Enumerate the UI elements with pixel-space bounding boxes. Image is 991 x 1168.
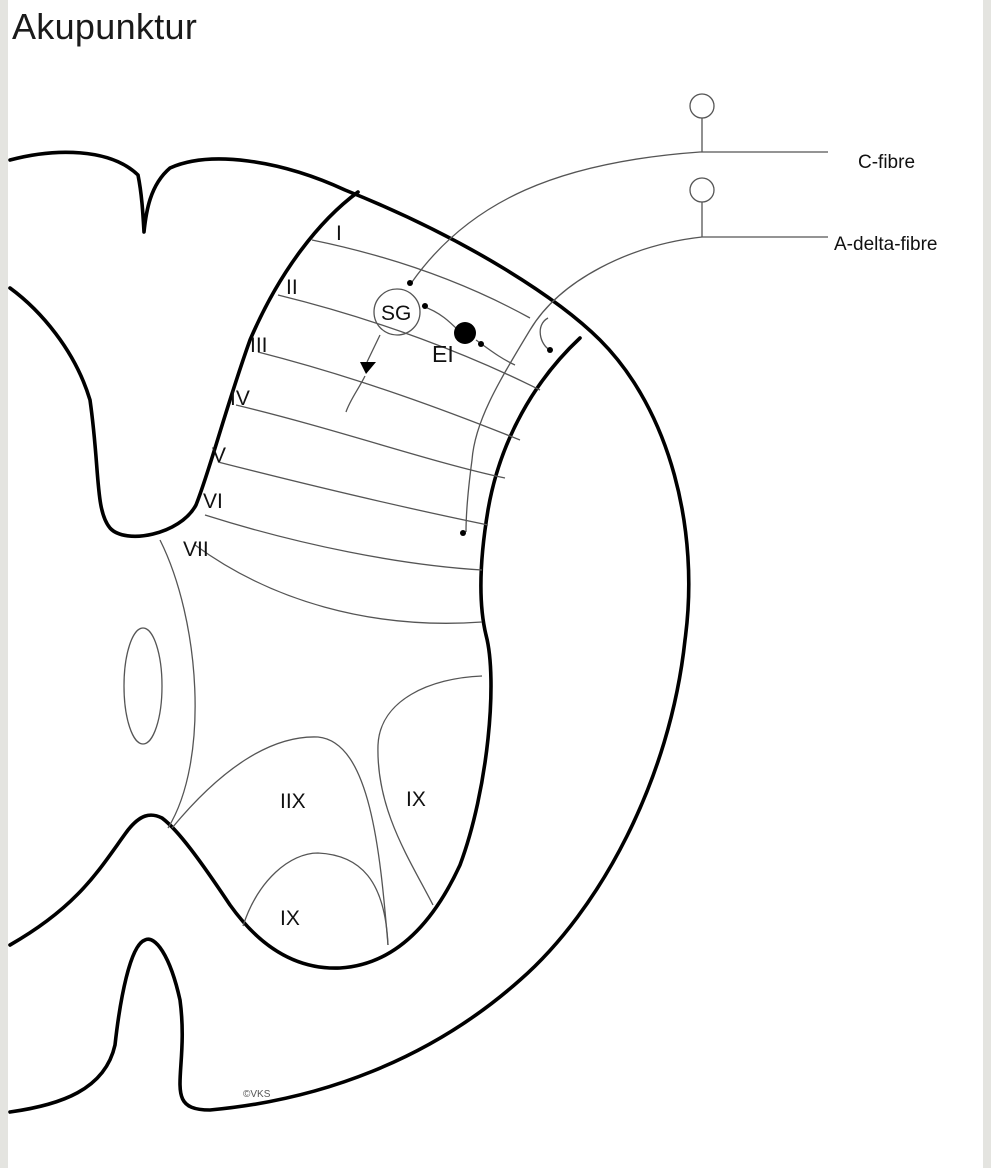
a-delta-fibre-line bbox=[466, 237, 828, 532]
gray-commissure-line bbox=[160, 540, 195, 828]
ventral-label-ix-bottom: IX bbox=[280, 907, 300, 930]
copyright-mark: ©VKS bbox=[243, 1089, 271, 1100]
lamina-label-i: I bbox=[336, 222, 342, 245]
c-fibre-ganglion-cell bbox=[690, 94, 714, 118]
lamina-label-v: V bbox=[212, 444, 226, 467]
lamina-boundary-1 bbox=[312, 240, 530, 318]
c-fibre-terminal-dot bbox=[407, 280, 413, 286]
gray-matter-outline bbox=[10, 192, 358, 536]
sg-label: SG bbox=[381, 302, 411, 325]
a-delta-collateral bbox=[540, 318, 550, 350]
ei-projection-neuron bbox=[454, 322, 476, 344]
lamina-label-vii: VII bbox=[183, 538, 209, 561]
lamina-boundary-7 bbox=[195, 545, 482, 623]
a-delta-terminal-dot bbox=[547, 347, 553, 353]
sg-projection-arrowhead bbox=[360, 362, 376, 374]
sg-descending-projection bbox=[367, 335, 380, 362]
lamina-label-iv: IV bbox=[230, 387, 250, 410]
sg-synapse-dot bbox=[422, 303, 428, 309]
lamina-label-vi: VI bbox=[203, 490, 223, 513]
a-delta-deep-terminal-dot bbox=[460, 530, 466, 536]
sg-to-ei-projection bbox=[422, 306, 460, 332]
ei-label: EI bbox=[432, 341, 454, 367]
c-fibre-line bbox=[412, 152, 828, 282]
lamina-boundary-3 bbox=[258, 352, 520, 440]
lamina-boundary-4 bbox=[236, 405, 505, 478]
sg-deep-projection bbox=[346, 376, 365, 412]
ventral-column-ix-right-outline bbox=[378, 676, 482, 905]
c-fibre-label: C-fibre bbox=[858, 152, 915, 173]
lamina-label-ii: II bbox=[286, 276, 298, 299]
ventral-label-ix-right: IX bbox=[406, 788, 426, 811]
ei-synapse-dot bbox=[478, 341, 484, 347]
a-delta-fibre-label: A-delta-fibre bbox=[834, 234, 938, 255]
ventral-column-ix-lower-outline bbox=[243, 853, 388, 945]
lamina-boundary-5 bbox=[218, 462, 488, 525]
ventral-label-iix: IIX bbox=[280, 790, 306, 813]
a-delta-fibre-ganglion-cell bbox=[690, 178, 714, 202]
central-canal bbox=[124, 628, 162, 744]
lamina-label-iii: III bbox=[250, 334, 268, 357]
lamina-boundary-6 bbox=[205, 515, 482, 570]
